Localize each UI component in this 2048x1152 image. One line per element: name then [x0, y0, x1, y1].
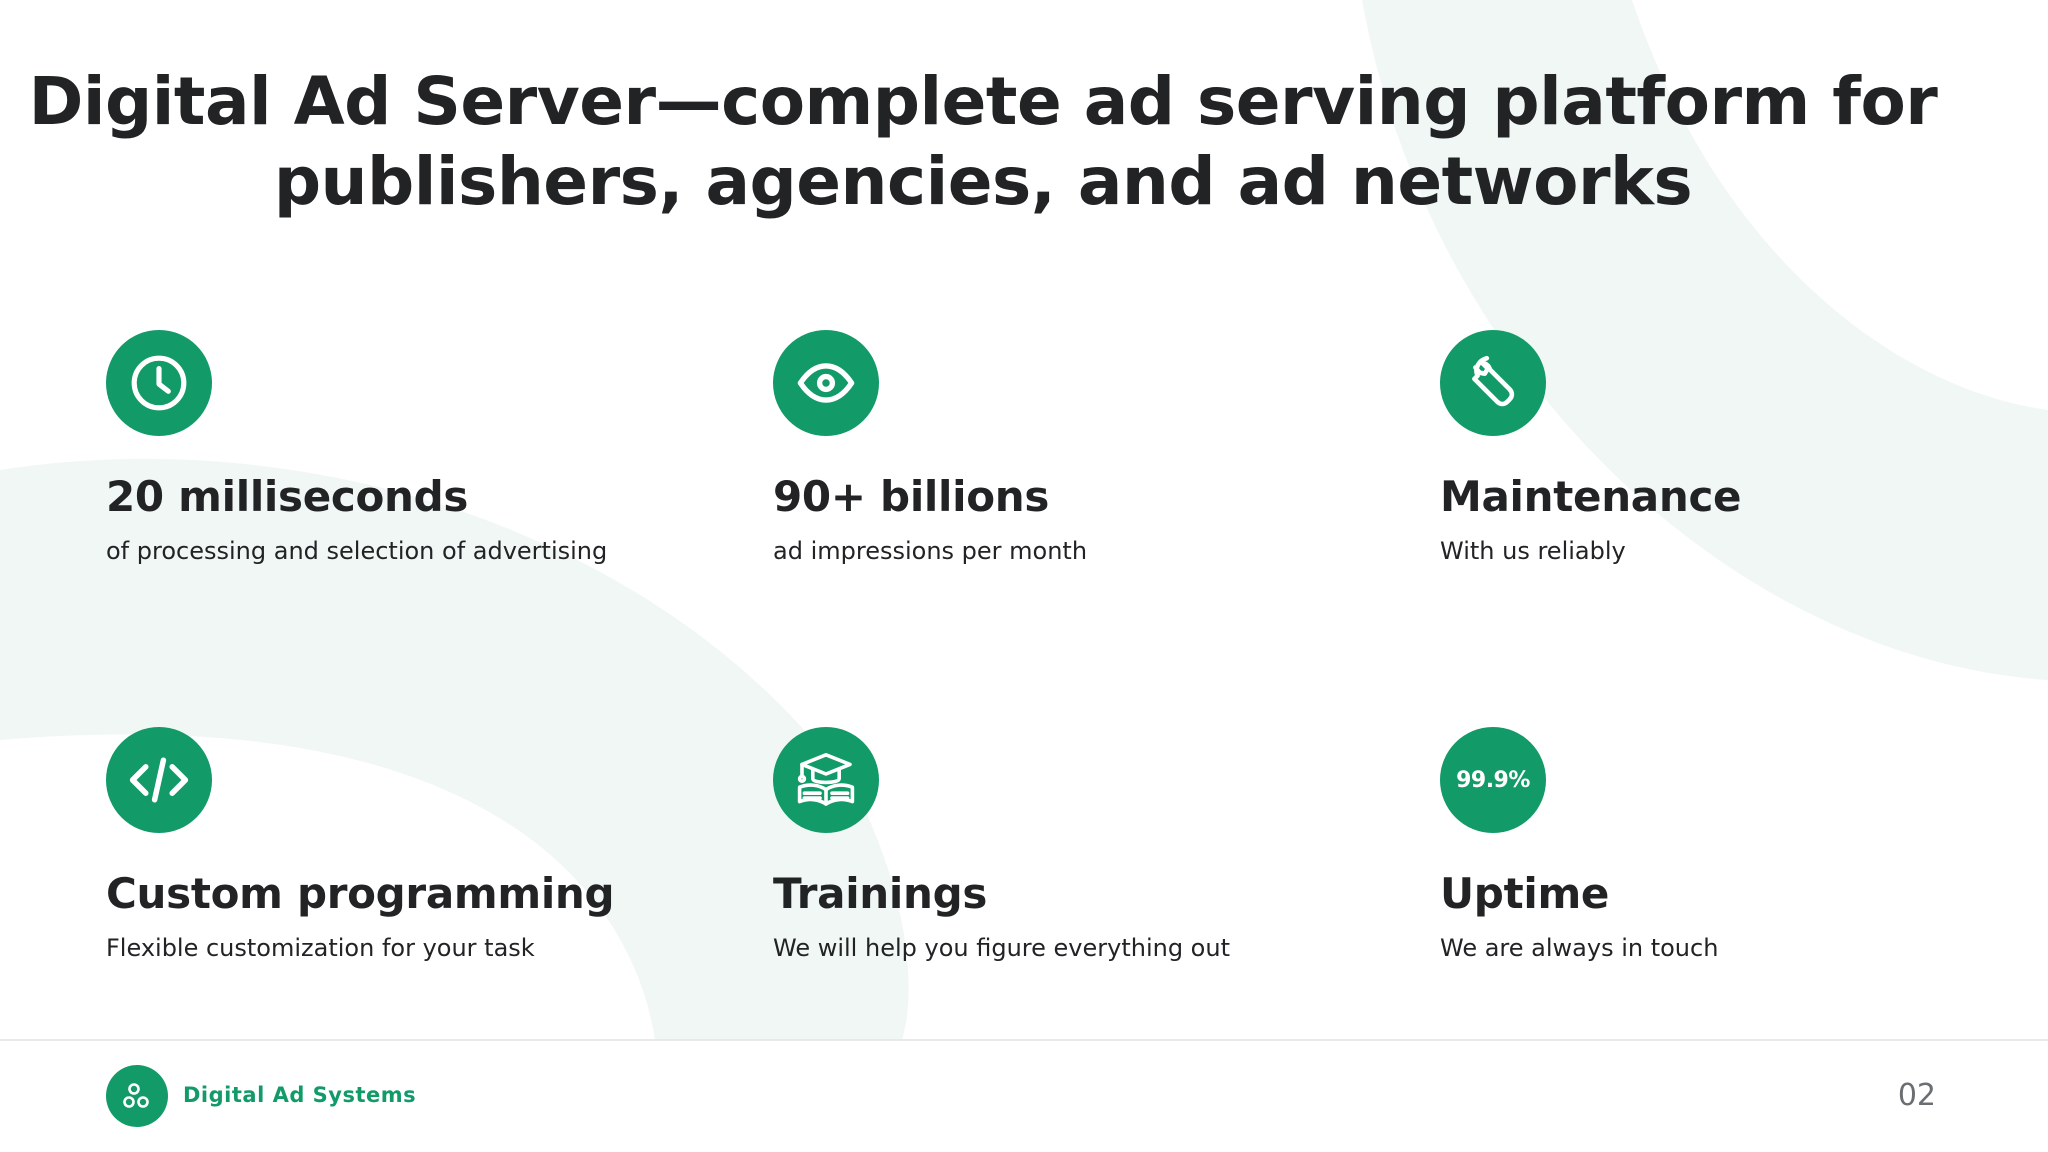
uptime-badge-text: 99.9%: [1456, 767, 1530, 793]
eye-icon: [773, 330, 879, 436]
code-icon: [106, 727, 212, 833]
feature-processing-speed: 20 milliseconds of processing and select…: [106, 330, 726, 565]
footer-brand-name: Digital Ad Systems: [183, 1083, 417, 1107]
wrench-icon: [1440, 330, 1546, 436]
feature-description: With us reliably: [1440, 537, 1626, 565]
feature-description: of processing and selection of advertisi…: [106, 537, 608, 565]
page-number: 02: [1897, 1078, 1936, 1113]
background-arc-right: [1362, 0, 2048, 680]
graduation-book-icon: [773, 727, 879, 833]
footer-divider: [0, 1039, 2048, 1041]
feature-custom-programming: Custom programming Flexible customizatio…: [106, 727, 726, 962]
feature-description: ad impressions per month: [773, 537, 1088, 565]
feature-trainings: Trainings We will help you figure everyt…: [773, 727, 1393, 962]
feature-maintenance: Maintenance With us reliably: [1440, 330, 2048, 565]
feature-title: Custom programming: [106, 869, 615, 918]
background-shapes: [0, 0, 2048, 1040]
feature-title: 90+ billions: [773, 472, 1050, 521]
clock-icon: [106, 330, 212, 436]
feature-title: Maintenance: [1440, 472, 1742, 521]
feature-uptime: 99.9% Uptime We are always in touch: [1440, 727, 2048, 962]
feature-title: 20 milliseconds: [106, 472, 469, 521]
feature-title: Trainings: [773, 869, 988, 918]
page-title: Digital Ad Server—complete ad serving pl…: [28, 63, 1938, 220]
feature-description: Flexible customization for your task: [106, 934, 535, 962]
feature-title: Uptime: [1440, 869, 1610, 918]
feature-description: We will help you figure everything out: [773, 934, 1230, 962]
feature-impressions: 90+ billions ad impressions per month: [773, 330, 1393, 565]
uptime-badge: 99.9%: [1440, 727, 1546, 833]
background-arc-left: [0, 458, 909, 1040]
molecule-icon: [106, 1065, 168, 1127]
feature-description: We are always in touch: [1440, 934, 1719, 962]
